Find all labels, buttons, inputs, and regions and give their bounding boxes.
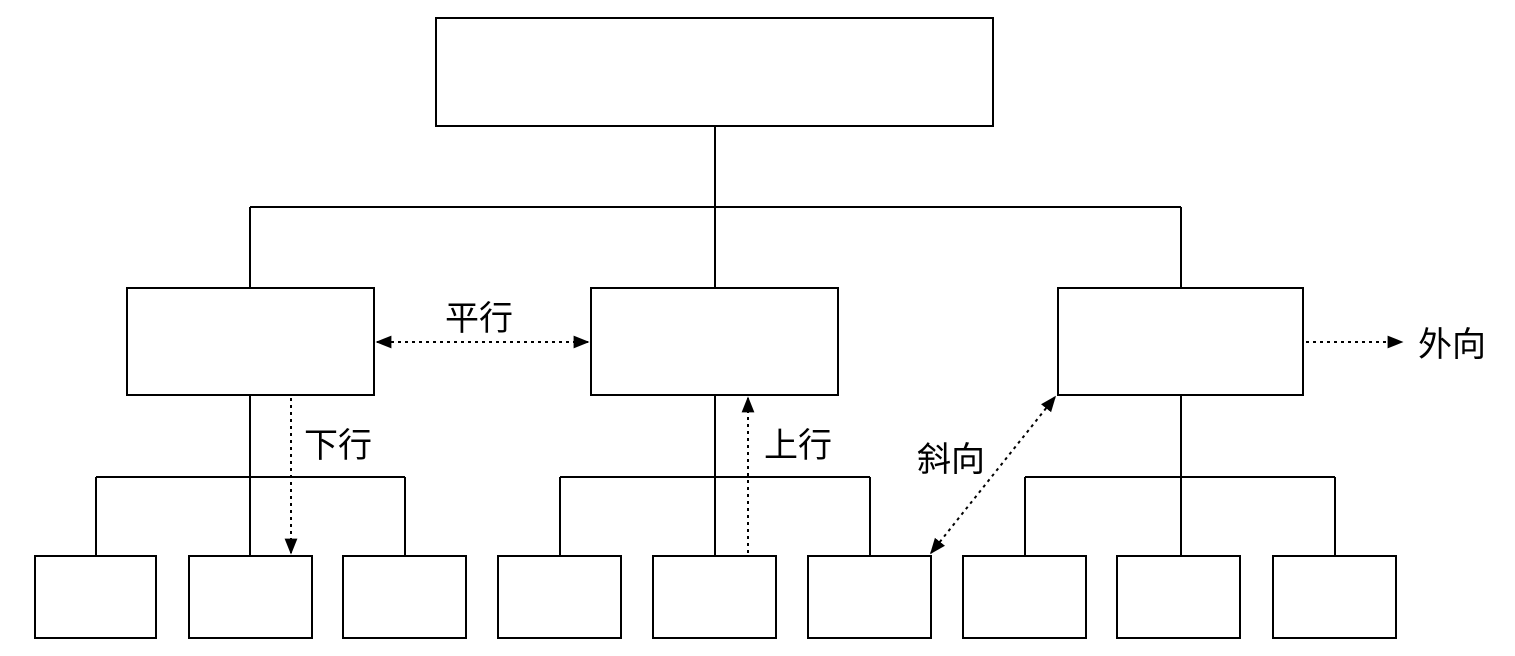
bottom-node-9 <box>1272 555 1397 639</box>
top-connectors <box>249 126 1182 288</box>
bottom-node-4 <box>497 555 622 639</box>
diagonal-label: 斜向 <box>917 440 985 480</box>
external-label: 外向 <box>1418 325 1486 365</box>
right-group-connectors <box>1024 395 1336 556</box>
left-group-connectors <box>95 395 406 556</box>
bottom-node-7 <box>962 555 1087 639</box>
bottom-node-3 <box>342 555 467 639</box>
horizontal-label: 平行 <box>445 299 513 339</box>
upward-label: 上行 <box>764 426 832 466</box>
middle-node-right <box>1057 287 1304 396</box>
bottom-node-8 <box>1116 555 1241 639</box>
downward-label: 下行 <box>304 426 372 466</box>
bottom-node-6 <box>807 555 932 639</box>
bottom-node-1 <box>34 555 157 639</box>
middle-node-left <box>126 287 375 396</box>
diagonal-arrow <box>930 395 1056 555</box>
bottom-node-5 <box>652 555 777 639</box>
top-node <box>435 17 994 127</box>
middle-node-center <box>590 287 839 396</box>
center-group-connectors <box>559 395 871 556</box>
bottom-node-2 <box>188 555 313 639</box>
